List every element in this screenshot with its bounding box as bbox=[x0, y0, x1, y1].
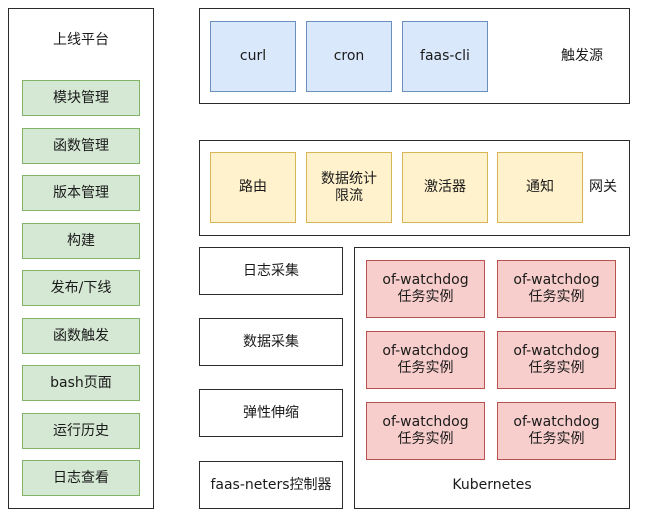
kubernetes-label: Kubernetes bbox=[452, 476, 532, 493]
platform-item-publish: 发布/下线 bbox=[22, 270, 140, 306]
service-autoscale: 弹性伸缩 bbox=[199, 389, 343, 437]
gateway-route: 路由 bbox=[210, 152, 296, 223]
platform-item-run-history: 运行历史 bbox=[22, 413, 140, 449]
platform-item-build: 构建 bbox=[22, 223, 140, 259]
watchdog-instance: of-watchdog 任务实例 bbox=[497, 260, 616, 318]
platform-item-module-mgmt: 模块管理 bbox=[22, 80, 140, 116]
watchdog-instance: of-watchdog 任务实例 bbox=[366, 402, 485, 460]
trigger-cron: cron bbox=[306, 21, 392, 92]
watchdog-instance: of-watchdog 任务实例 bbox=[366, 260, 485, 318]
watchdog-instance: of-watchdog 任务实例 bbox=[497, 331, 616, 389]
platform-title: 上线平台 bbox=[53, 31, 109, 48]
trigger-curl: curl bbox=[210, 21, 296, 92]
service-data-collect: 数据采集 bbox=[199, 318, 343, 366]
platform-item-function-mgmt: 函数管理 bbox=[22, 128, 140, 164]
platform-item-log-view: 日志查看 bbox=[22, 460, 140, 496]
gateway-notify: 通知 bbox=[497, 152, 583, 223]
platform-item-bash-page: bash页面 bbox=[22, 365, 140, 401]
watchdog-instance: of-watchdog 任务实例 bbox=[366, 331, 485, 389]
watchdog-instance: of-watchdog 任务实例 bbox=[497, 402, 616, 460]
platform-item-function-trigger: 函数触发 bbox=[22, 318, 140, 354]
gateway-stats-ratelimit: 数据统计 限流 bbox=[306, 152, 392, 223]
platform-item-version-mgmt: 版本管理 bbox=[22, 175, 140, 211]
service-log-collect: 日志采集 bbox=[199, 247, 343, 295]
gateway-label: 网关 bbox=[589, 179, 617, 195]
trigger-faas-cli: faas-cli bbox=[402, 21, 488, 92]
gateway-activator: 激活器 bbox=[402, 152, 488, 223]
service-faas-controller: faas-neters控制器 bbox=[199, 461, 343, 509]
trigger-label: 触发源 bbox=[561, 48, 603, 64]
